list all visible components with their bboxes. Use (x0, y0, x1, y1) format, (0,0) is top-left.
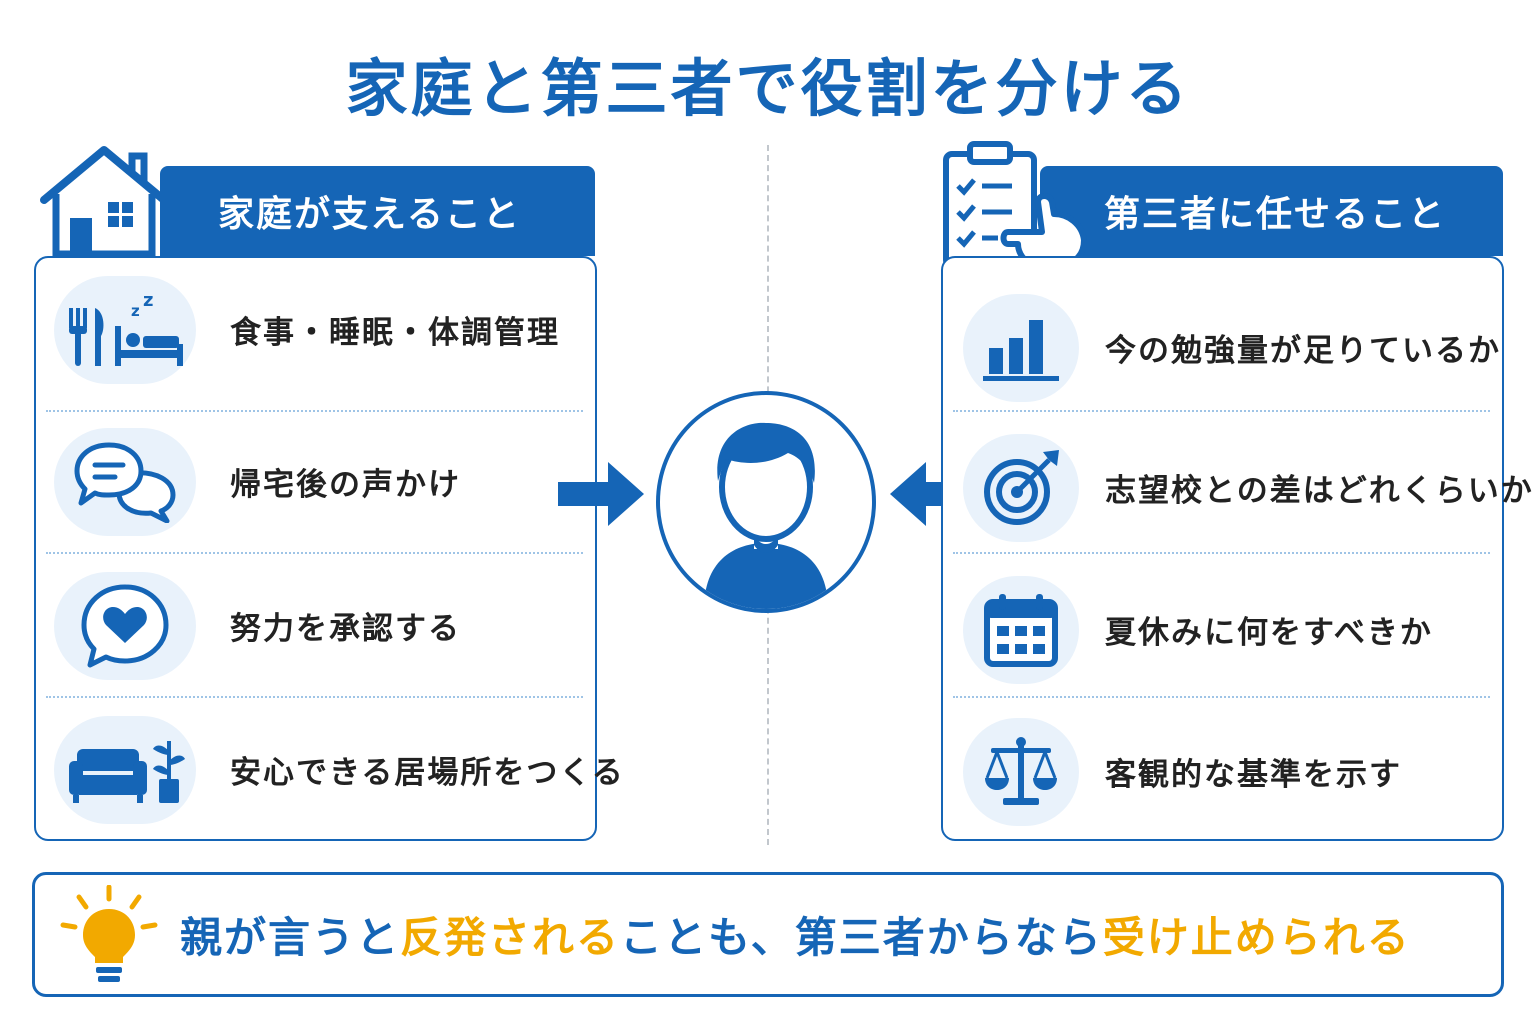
sofa-plant-icon (54, 716, 196, 824)
list-item: 志望校との差はどれくらいか (943, 416, 1532, 558)
footer-message: 親が言うと反発されることも、第三者からなら受け止められる (180, 875, 1411, 994)
item-label: 食事・睡眠・体調管理 (230, 314, 560, 351)
clipboard-checklist-icon (943, 141, 1087, 269)
list-item: 夏休みに何をすべきか (943, 558, 1502, 700)
chat-bubbles-icon (54, 428, 196, 536)
arrow-right-icon (558, 462, 644, 526)
meal-sleep-icon: z z (54, 276, 196, 384)
bar-chart-icon (963, 294, 1079, 402)
right-panel: 今の勉強量が足りているか 志望校との差はどれくらいか (941, 256, 1532, 842)
footer-highlight: 受け止められる (1102, 913, 1411, 962)
list-item: z z 食事・睡眠・体調管理 (36, 258, 595, 400)
item-label: 努力を承認する (230, 610, 461, 647)
left-panel-heading: 家庭が支えること (160, 166, 595, 256)
lightbulb-icon (60, 885, 158, 982)
item-label: 客観的な基準を示す (1105, 756, 1402, 793)
footer-text-part: 親が言うと (180, 913, 401, 962)
item-label: 今の勉強量が足りているか (1105, 332, 1501, 369)
footer-text-part: ことも、第三者からなら (620, 913, 1103, 962)
footer-highlight: 反発される (400, 913, 621, 962)
calendar-icon (963, 576, 1079, 684)
left-panel: z z 食事・睡眠・体調管理 帰宅後の声かけ (34, 256, 623, 841)
item-label: 志望校との差はどれくらいか (1105, 472, 1534, 509)
target-icon (963, 434, 1079, 542)
row-separator (46, 410, 583, 412)
list-item: 今の勉強量が足りているか (943, 276, 1502, 418)
footer-callout: 親が言うと反発されることも、第三者からなら受け止められる (32, 872, 1504, 997)
svg-text:z: z (131, 302, 140, 320)
arrow-left-icon (890, 462, 976, 526)
list-item: 客観的な基準を示す (943, 700, 1502, 842)
item-label: 安心できる居場所をつくる (230, 754, 625, 791)
page-title: 家庭と第三者で役割を分ける (345, 52, 1191, 125)
row-separator (953, 410, 1490, 412)
list-item: 努力を承認する (36, 554, 595, 696)
list-item: 安心できる居場所をつくる (36, 698, 623, 840)
list-item: 帰宅後の声かけ (36, 410, 595, 552)
row-separator (953, 696, 1490, 698)
scale-icon (963, 718, 1079, 826)
student-icon (656, 391, 876, 613)
row-separator (46, 552, 583, 554)
row-separator (46, 696, 583, 698)
item-label: 帰宅後の声かけ (230, 466, 461, 503)
house-icon (40, 146, 168, 258)
svg-text:z: z (143, 290, 153, 311)
row-separator (953, 552, 1490, 554)
right-panel-heading: 第三者に任せること (1040, 166, 1503, 256)
item-label: 夏休みに何をすべきか (1105, 614, 1433, 651)
heart-bubble-icon (54, 572, 196, 680)
